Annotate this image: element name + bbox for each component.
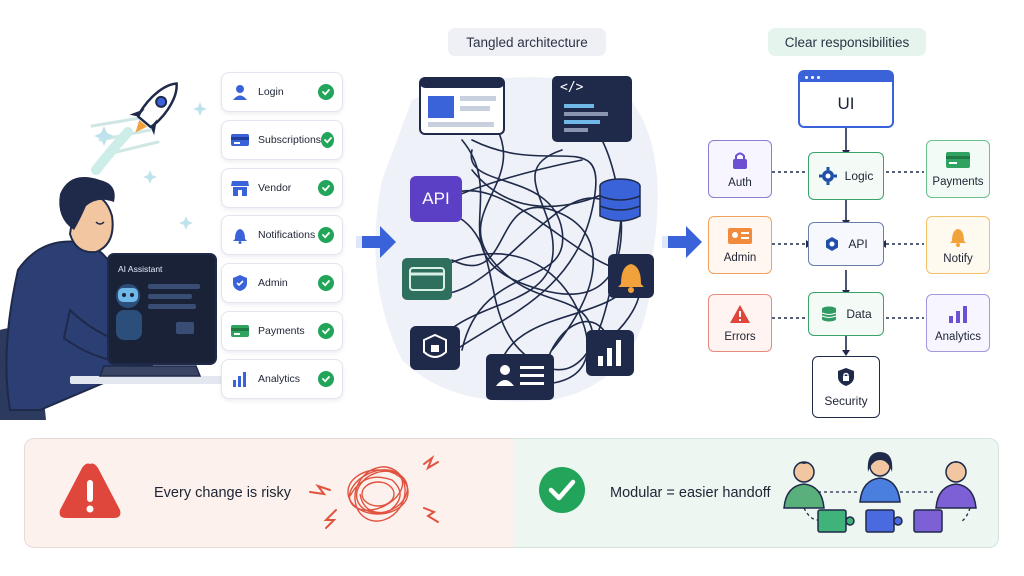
risk-text: Every change is risky <box>154 485 291 501</box>
security-label: Security <box>824 394 868 408</box>
feature-item-subscriptions: Subscriptions <box>221 119 343 160</box>
user-card-node <box>486 354 554 400</box>
data-label: Data <box>846 307 872 321</box>
feature-label: Notifications <box>258 229 316 242</box>
tangled-diagram <box>375 76 658 402</box>
database-node <box>599 178 641 222</box>
feature-label: Payments <box>258 325 305 337</box>
payment-card-node <box>402 258 452 300</box>
service-errors-label: Errors <box>724 331 756 343</box>
warning-icon <box>59 463 121 518</box>
team-handoff-illustration <box>783 452 977 533</box>
database-icon <box>822 306 837 322</box>
service-analytics: Analytics <box>926 294 990 352</box>
code-node-label: </> <box>560 80 584 95</box>
feature-item-login: Login <box>221 72 343 112</box>
feature-item-vendor: Vendor <box>221 167 343 208</box>
feature-label: Vendor <box>258 181 292 194</box>
service-admin: Admin <box>708 216 772 274</box>
api-node-label: API <box>422 189 450 208</box>
card-icon <box>230 130 250 150</box>
feature-label: Subscriptions <box>258 133 322 146</box>
arrow-right-icon <box>662 226 702 258</box>
ui-node: UI <box>798 70 894 128</box>
modular-text: Modular = easier handoff <box>610 485 771 501</box>
id-card-icon <box>728 228 752 244</box>
code-window-node <box>552 76 632 142</box>
cash-icon <box>946 152 970 168</box>
check-icon <box>318 275 334 292</box>
shield-icon <box>838 368 854 386</box>
feature-item-payments: Payments <box>221 311 343 351</box>
feature-label: Admin <box>258 277 288 290</box>
api-node <box>410 176 462 222</box>
cash-icon <box>230 321 250 341</box>
service-notify: Notify <box>926 216 990 274</box>
tangle-scribble-icon <box>309 455 439 529</box>
tangled-architecture-title: Tangled architecture <box>448 28 606 56</box>
warning-icon <box>730 305 750 323</box>
check-icon <box>318 227 334 244</box>
service-errors: Errors <box>708 294 772 352</box>
security-node: Security <box>812 356 880 418</box>
check-icon <box>318 179 334 196</box>
arrow-right-icon <box>356 226 396 258</box>
bell-icon <box>230 225 250 245</box>
bell-node <box>608 254 654 298</box>
service-auth: Auth <box>708 140 772 198</box>
lock-node <box>410 326 460 370</box>
check-icon <box>318 323 334 339</box>
check-icon <box>318 370 334 387</box>
gear-icon <box>818 167 837 185</box>
lock-icon <box>733 152 747 169</box>
ui-node-label: UI <box>837 94 855 113</box>
rocket-icon <box>129 82 178 136</box>
window-title-bar <box>800 72 892 82</box>
service-auth-label: Auth <box>728 177 752 189</box>
laptop-screen-title: AI Assistant <box>118 264 163 274</box>
service-admin-label: Admin <box>723 252 757 264</box>
check-icon <box>539 467 585 513</box>
browser-window-node <box>419 77 505 135</box>
service-notify-label: Notify <box>943 253 973 265</box>
check-icon <box>318 84 334 100</box>
feature-label: Login <box>258 86 284 98</box>
feature-item-analytics: Analytics <box>221 358 343 399</box>
chart-node <box>586 330 634 376</box>
service-analytics-label: Analytics <box>934 331 982 343</box>
person-icon <box>230 82 250 102</box>
check-icon <box>321 131 334 148</box>
data-node: Data <box>808 292 884 336</box>
shield-icon <box>230 273 250 293</box>
clear-responsibilities-title: Clear responsibilities <box>768 28 926 56</box>
logic-label: Logic <box>844 169 874 183</box>
developer-illustration <box>0 82 230 420</box>
service-payments: Payments <box>926 140 990 198</box>
service-payments-label: Payments <box>932 176 984 188</box>
bar-chart-icon <box>949 306 967 323</box>
bar-chart-icon <box>230 369 250 389</box>
feature-item-notifications: Notifications <box>221 215 343 256</box>
bell-icon <box>950 229 966 247</box>
store-icon <box>230 178 250 198</box>
logic-node: Logic <box>808 152 884 200</box>
api-label: API <box>848 237 868 251</box>
feature-label: Analytics <box>258 372 301 385</box>
hexagon-icon <box>826 237 839 251</box>
api-node: API <box>808 222 884 266</box>
feature-item-admin: Admin <box>221 263 343 304</box>
